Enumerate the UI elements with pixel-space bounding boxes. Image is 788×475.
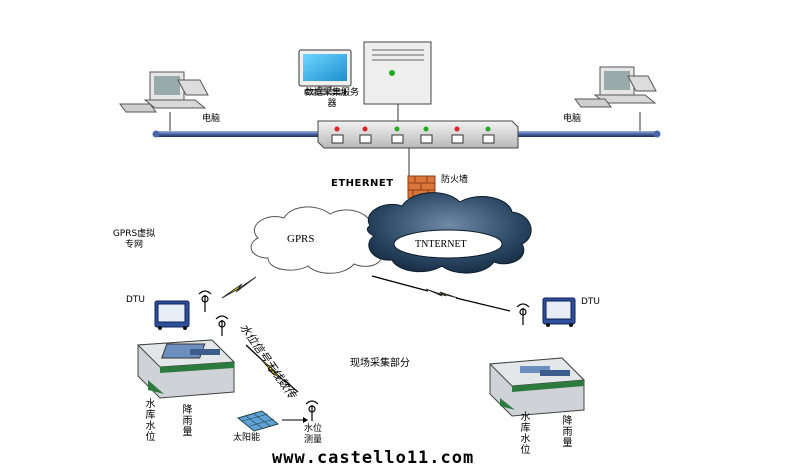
wireless-link-right — [371, 275, 511, 312]
server-label: 数据采集服务器 — [305, 88, 360, 109]
rtu-left-device-icon — [136, 339, 236, 399]
network-switch-icon — [317, 120, 519, 149]
gprs-label: GPRS — [287, 233, 315, 245]
wireless-link-left — [221, 276, 257, 299]
internet-label: TNTERNET — [415, 239, 467, 250]
antenna-right-icon — [516, 303, 530, 325]
watermark-url: www.castello11.com — [272, 448, 475, 468]
solar-panel-icon — [236, 410, 280, 432]
firewall-label: 防火墙 — [441, 175, 469, 185]
server-tower-icon — [363, 41, 432, 131]
pc-right-label: 电脑 — [563, 114, 582, 124]
computer-left-icon — [119, 71, 209, 131]
internet-cloud — [366, 192, 532, 274]
pc-left-label: 电脑 — [202, 114, 221, 124]
computer-right-icon — [574, 66, 657, 131]
switch-ports — [331, 126, 495, 144]
rtu-right-device-icon — [488, 357, 586, 417]
solar-to-gauge-arrow — [282, 417, 308, 423]
dtu-right-label: DTU — [581, 297, 601, 307]
rain-left-label: 降雨量 — [180, 404, 191, 437]
reservoir-left-label: 水库水位 — [143, 398, 154, 442]
rain-right-label: 降雨量 — [560, 415, 571, 448]
water-gauge-label: 水位测量 — [304, 424, 323, 445]
wireless-link-bottom — [245, 344, 299, 393]
antenna-left-top-icon — [198, 290, 212, 312]
ethernet-label: ETHERNET — [331, 178, 394, 189]
dtu-left-label: DTU — [126, 295, 146, 305]
solar-label: 太阳能 — [233, 433, 261, 443]
dtu-left-device-icon — [154, 300, 190, 330]
dtu-right-device-icon — [542, 297, 576, 327]
server-monitor-icon — [298, 49, 352, 95]
antenna-left-mid-icon — [215, 315, 229, 336]
reservoir-right-label: 水库水位 — [518, 411, 529, 455]
field-section-label: 现场采集部分 — [350, 358, 410, 369]
gprs-vpn-label: GPRS虚拟专网 — [112, 229, 156, 250]
antenna-gauge-icon — [305, 400, 319, 421]
